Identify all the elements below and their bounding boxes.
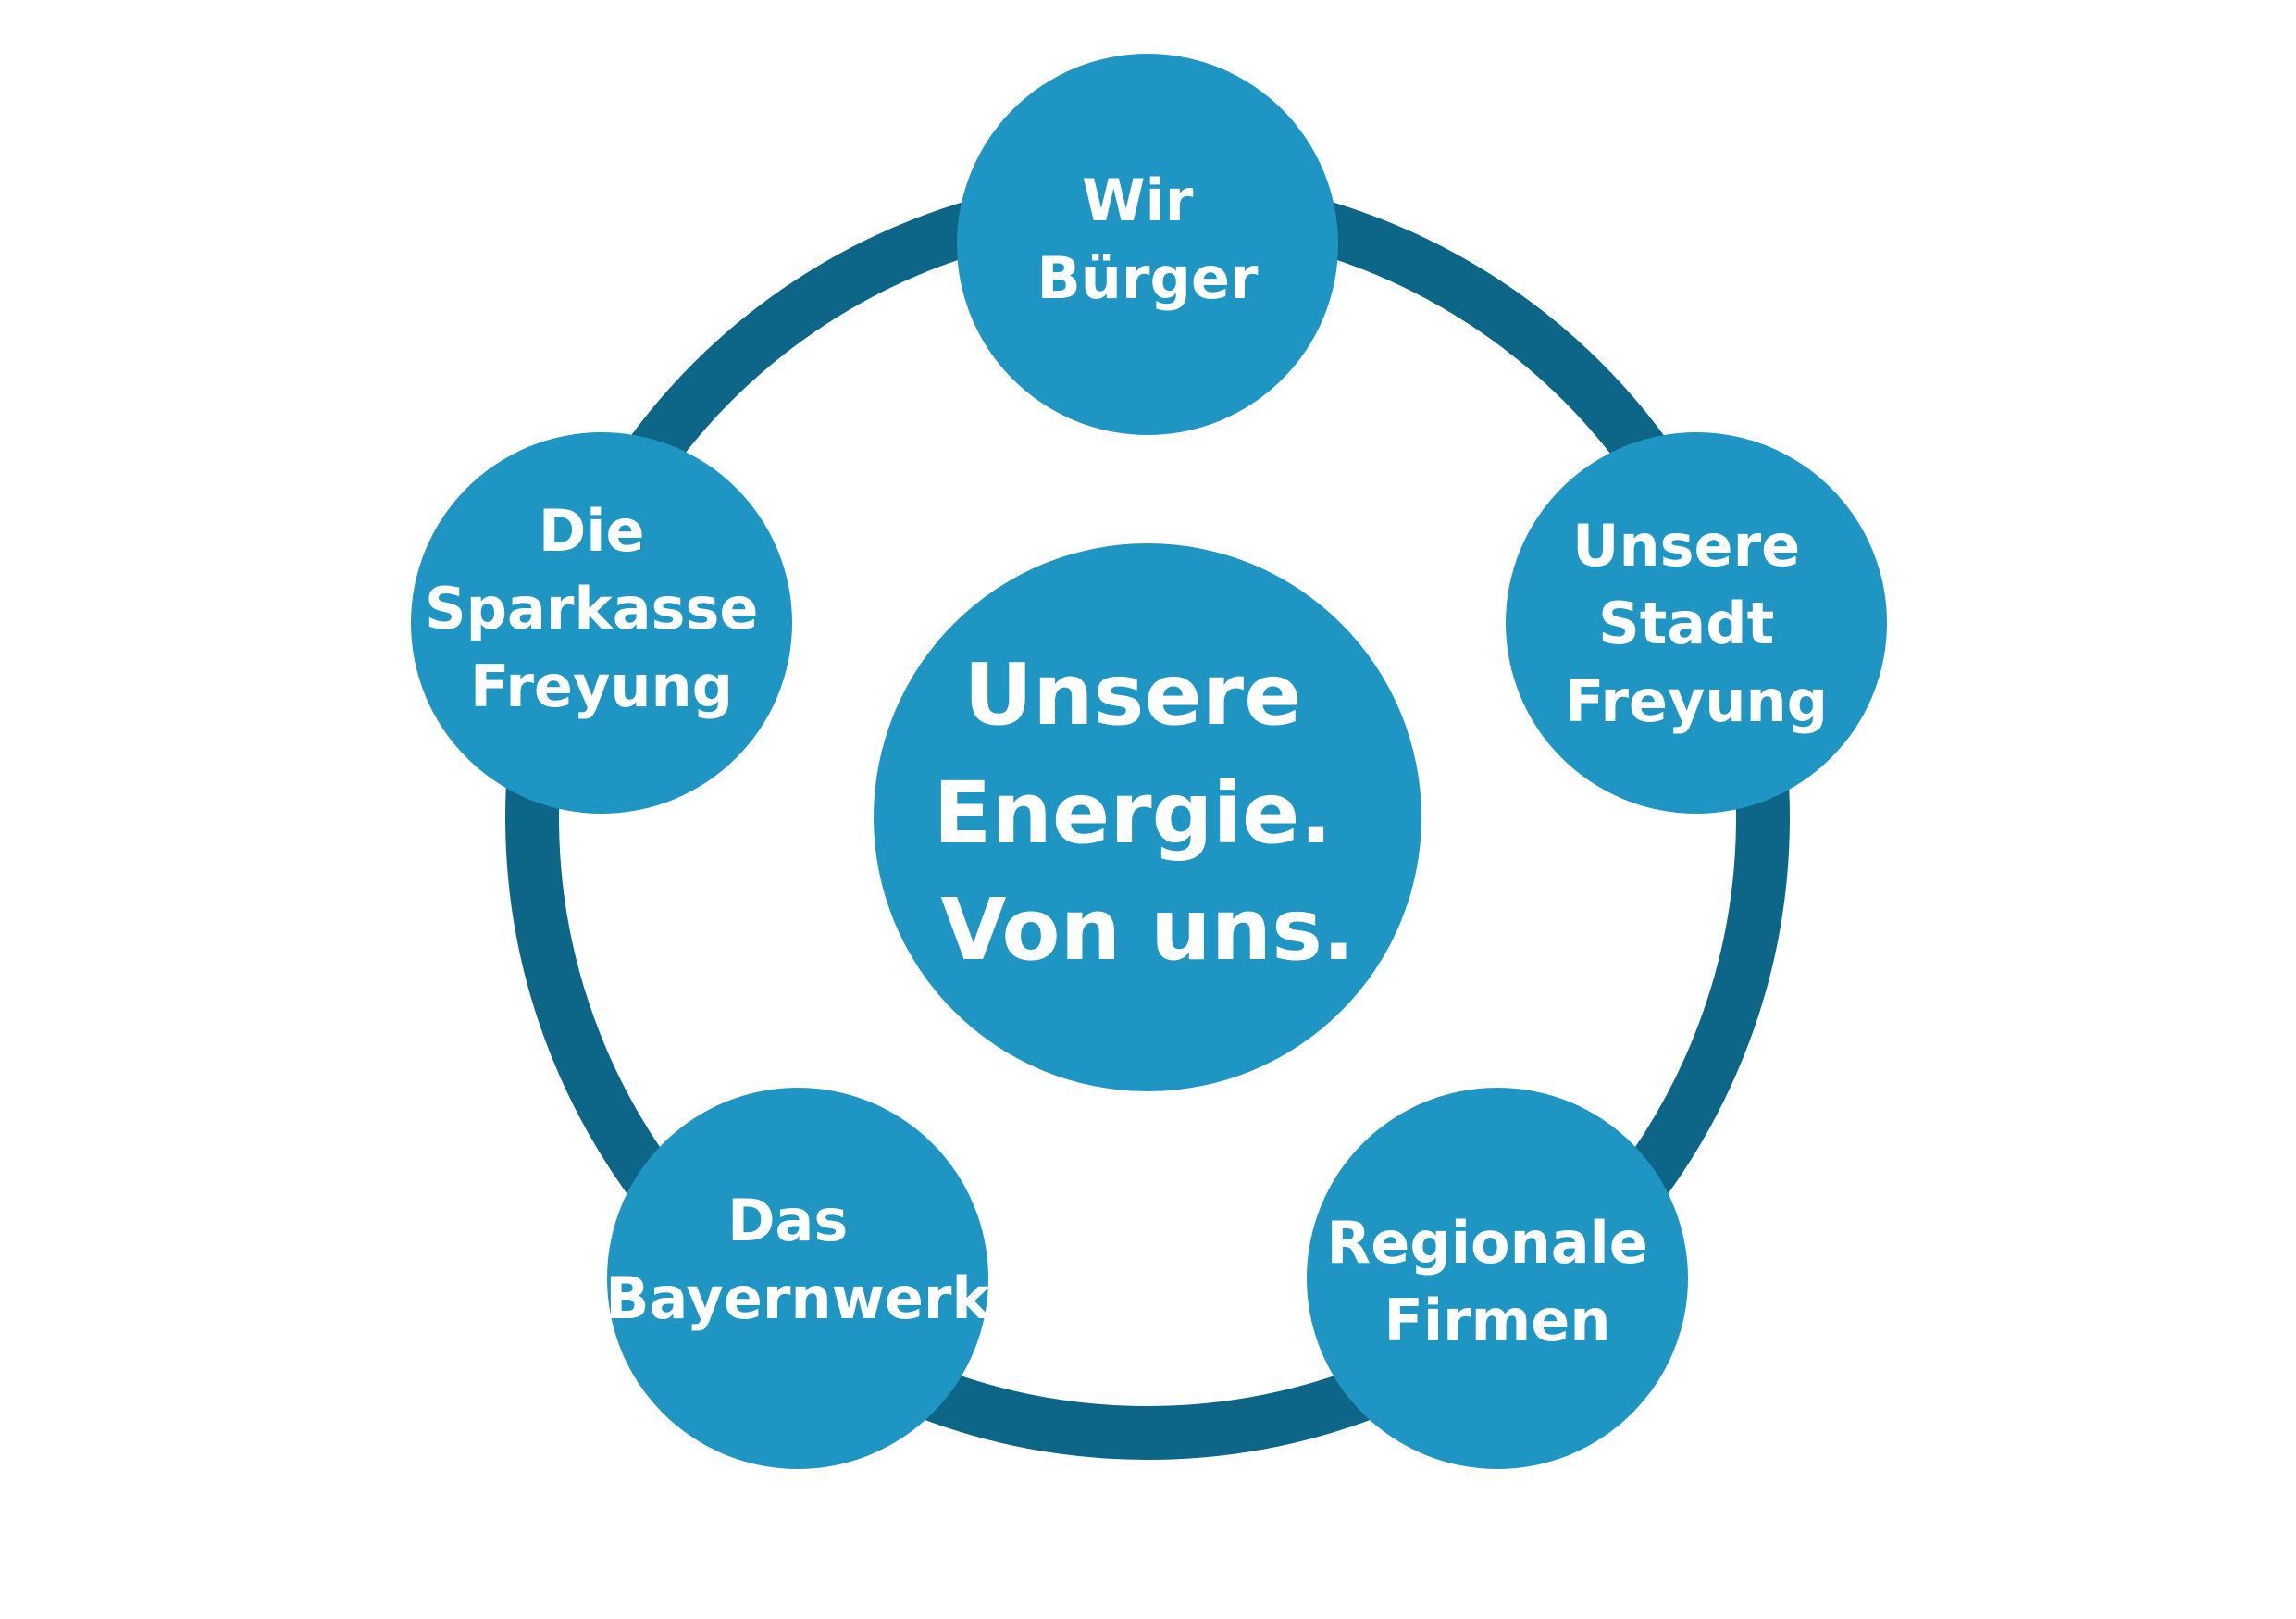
node-sparkasse-freyung: Die Sparkasse Freyung xyxy=(411,432,792,814)
center-hub-line-3: Von uns. xyxy=(940,880,1355,979)
node-unsere-stadt-freyung: Unsere Stadt Freyung xyxy=(1506,432,1887,814)
node-unsere-stadt-freyung-line-1: Unsere xyxy=(1572,512,1800,579)
node-regionale-firmen: Regionale Firmen xyxy=(1307,1088,1688,1469)
node-sparkasse-freyung-line-3: Freyung xyxy=(470,653,733,720)
node-das-bayernwerk: Das Bayernwerk xyxy=(605,1088,992,1469)
node-das-bayernwerk-circle xyxy=(607,1088,988,1469)
node-regionale-firmen-circle xyxy=(1307,1088,1688,1469)
node-unsere-stadt-freyung-circle xyxy=(1506,432,1887,814)
node-regionale-firmen-label: Regionale Firmen xyxy=(1327,1209,1669,1354)
node-wir-buerger-line-1: Wir xyxy=(1082,167,1194,234)
node-sparkasse-freyung-label: Die Sparkasse Freyung xyxy=(425,497,778,720)
center-hub-line-1: Unsere xyxy=(963,645,1301,744)
node-das-bayernwerk-label: Das Bayernwerk xyxy=(605,1187,991,1332)
node-sparkasse-freyung-line-2: Sparkasse xyxy=(425,575,758,642)
node-das-bayernwerk-line-2: Bayernwerk xyxy=(605,1264,991,1332)
node-das-bayernwerk-line-1: Das xyxy=(727,1187,848,1254)
center-hub-circle xyxy=(874,543,1421,1091)
node-sparkasse-freyung-line-1: Die xyxy=(539,497,645,565)
node-wir-buerger: Wir Bürger xyxy=(957,54,1338,435)
center-hub-line-2: Energie. xyxy=(934,764,1333,863)
node-wir-buerger-circle xyxy=(957,54,1338,435)
node-regionale-firmen-line-1: Regionale xyxy=(1327,1209,1648,1277)
node-sparkasse-freyung-circle xyxy=(411,432,792,814)
node-wir-buerger-line-2: Bürger xyxy=(1037,244,1259,312)
center-hub: Unsere Energie. Von uns. xyxy=(874,543,1421,1091)
node-regionale-firmen-line-2: Firmen xyxy=(1384,1287,1611,1354)
center-hub-label: Unsere Energie. Von uns. xyxy=(934,645,1362,979)
node-unsere-stadt-freyung-label: Unsere Stadt Freyung xyxy=(1565,512,1828,735)
node-unsere-stadt-freyung-line-2: Stadt xyxy=(1598,590,1774,657)
node-wir-buerger-label: Wir Bürger xyxy=(1037,167,1259,312)
node-unsere-stadt-freyung-line-3: Freyung xyxy=(1565,667,1828,735)
